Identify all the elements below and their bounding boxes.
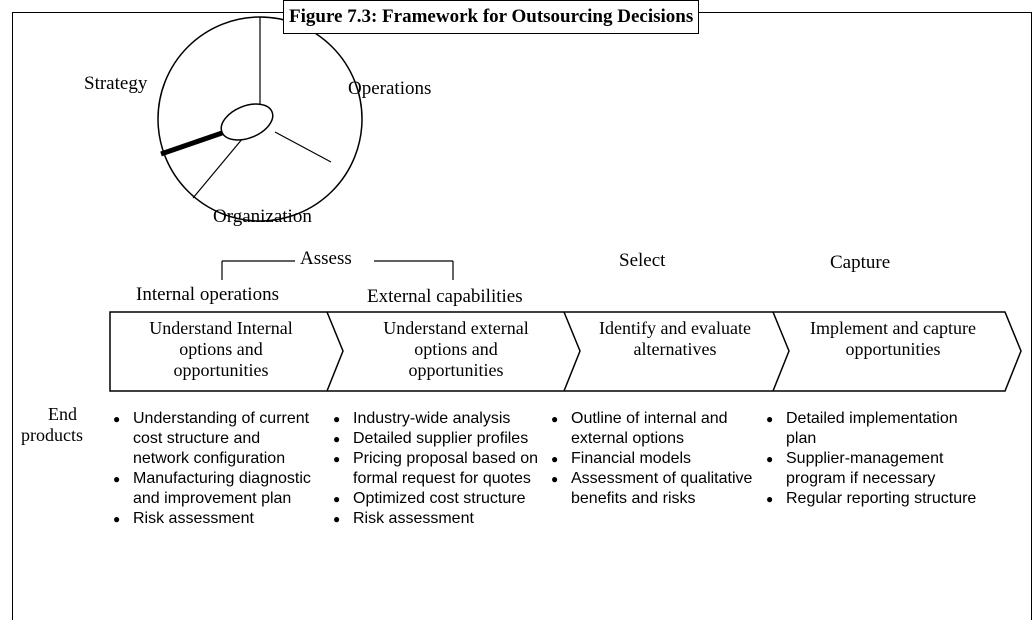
phase-label-select: Select — [619, 250, 666, 271]
end-product-item: Risk assessment — [333, 509, 548, 529]
step-2-line-1: Understand external — [383, 318, 529, 338]
end-product-item: Supplier-management program if necessary — [766, 449, 981, 489]
step-1-line-1: Understand Internal — [149, 318, 293, 338]
end-product-item: Manufacturing diagnostic and improvement… — [113, 469, 313, 509]
process-step-3: Identify and evaluate alternatives — [566, 318, 784, 360]
step-3-line-2: alternatives — [633, 339, 717, 359]
wheel-divider-right — [274, 131, 332, 163]
step-4-line-1: Implement and capture — [810, 318, 976, 338]
chevron-divider-2 — [563, 311, 581, 392]
wheel-divider-left — [192, 131, 249, 199]
phase-label-capture: Capture — [830, 252, 891, 273]
figure-title: Figure 7.3: Framework for Outsourcing De… — [283, 0, 700, 34]
end-products-label-2: products — [21, 425, 83, 445]
chevron-divider-1 — [326, 311, 344, 392]
end-product-item: Industry-wide analysis — [333, 409, 548, 429]
wheel-label-organization: Organization — [213, 206, 312, 227]
magnifier-lens — [220, 103, 274, 141]
end-products-list-3: Outline of internal and external options… — [551, 409, 756, 509]
chevron-divider-3 — [772, 311, 790, 392]
end-product-item: Outline of internal and external options — [551, 409, 756, 449]
step-3-line-1: Identify and evaluate — [599, 318, 751, 338]
end-product-item: Pricing proposal based on formal request… — [333, 449, 548, 489]
process-step-2: Understand external options and opportun… — [346, 318, 566, 381]
end-product-item: Detailed implementation plan — [766, 409, 981, 449]
step-1-line-2: options and — [179, 339, 263, 359]
phase-label-assess: Assess — [300, 248, 352, 269]
sub-label-external-capabilities: External capabilities — [367, 286, 523, 307]
process-step-4: Implement and capture opportunities — [788, 318, 998, 360]
end-product-item: Risk assessment — [113, 509, 313, 529]
end-products-label-1: End — [48, 404, 77, 424]
end-product-item: Detailed supplier profiles — [333, 429, 548, 449]
process-step-1: Understand Internal options and opportun… — [112, 318, 330, 381]
end-products-list-1: Understanding of current cost structure … — [113, 409, 313, 529]
magnifier-handle — [160, 130, 223, 157]
end-product-item: Optimized cost structure — [333, 489, 548, 509]
sub-label-internal-operations: Internal operations — [136, 284, 279, 305]
step-2-line-3: opportunities — [408, 360, 504, 380]
end-product-item: Regular reporting structure — [766, 489, 981, 509]
step-1-line-3: opportunities — [173, 360, 269, 380]
end-product-item: Understanding of current cost structure … — [113, 409, 313, 469]
step-4-line-2: opportunities — [845, 339, 941, 359]
wheel-label-operations: Operations — [348, 78, 432, 99]
wheel-label-strategy: Strategy — [84, 73, 148, 94]
end-products-list-2: Industry-wide analysis Detailed supplier… — [333, 409, 548, 529]
process-bar-outline — [109, 311, 1022, 392]
end-product-item: Financial models — [551, 449, 756, 469]
end-products-list-4: Detailed implementation plan Supplier-ma… — [766, 409, 981, 509]
step-2-line-2: options and — [414, 339, 498, 359]
end-product-item: Assessment of qualitative benefits and r… — [551, 469, 756, 509]
